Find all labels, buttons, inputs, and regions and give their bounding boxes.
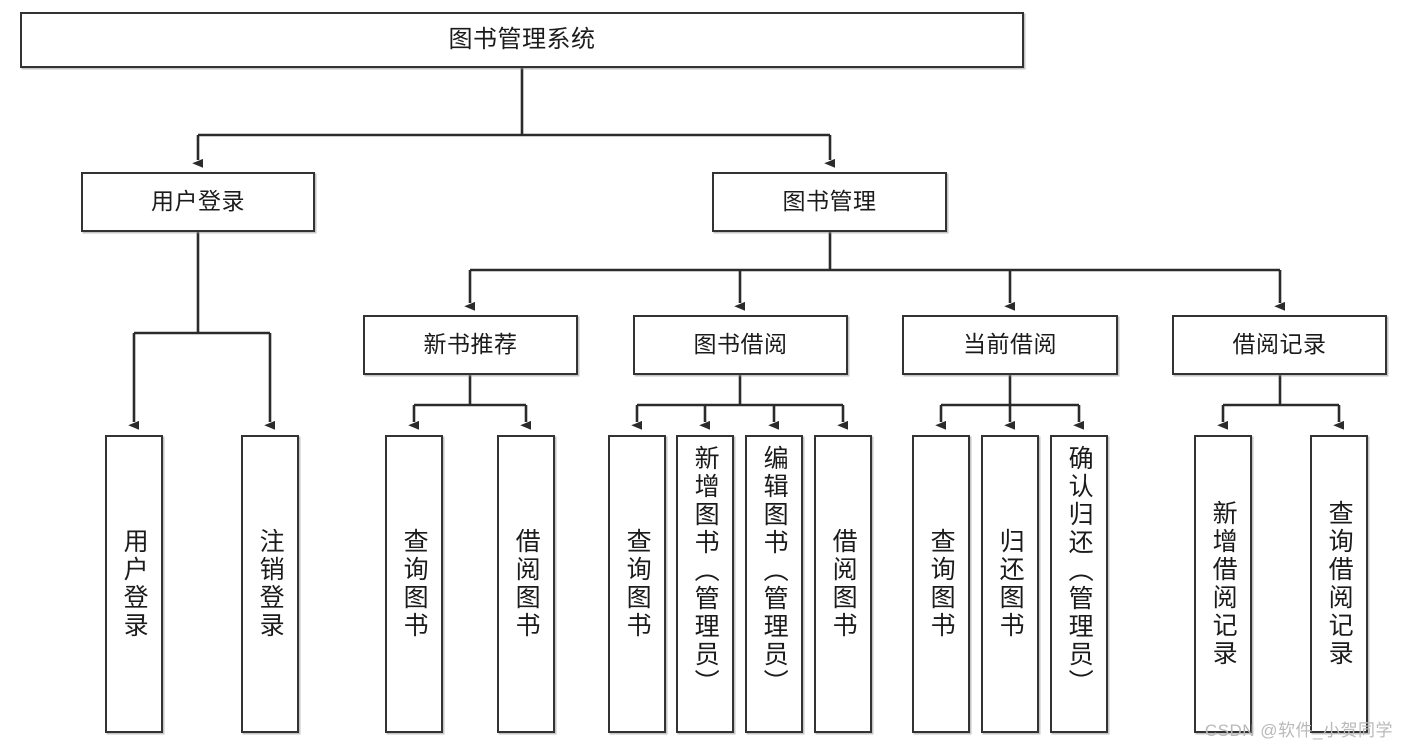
leaf-add-book-admin[interactable]: 新增图书（管理员） xyxy=(676,435,734,733)
leaf-edit-book-admin[interactable]: 编辑图书（管理员） xyxy=(745,435,803,733)
node-label: 图书管理 xyxy=(782,188,877,215)
node-label: 查询借阅记录 xyxy=(1325,500,1354,668)
node-label: 图书借阅 xyxy=(693,331,788,358)
leaf-return-book[interactable]: 归还图书 xyxy=(981,435,1039,733)
node-label: 查询图书 xyxy=(623,528,652,640)
node-label: 查询图书 xyxy=(400,528,429,640)
leaf-query-borrow-record[interactable]: 查询借阅记录 xyxy=(1310,435,1368,733)
node-label: 借阅图书 xyxy=(829,528,858,640)
node-label: 新增借阅记录 xyxy=(1209,500,1238,668)
node-label: 当前借阅 xyxy=(963,331,1057,358)
node-label: 用户登录 xyxy=(120,528,149,640)
node-label: 查询图书 xyxy=(927,528,956,640)
node-book-management[interactable]: 图书管理 xyxy=(712,172,947,232)
leaf-query-book-borrow[interactable]: 查询图书 xyxy=(608,435,666,733)
node-label: 注销登录 xyxy=(256,528,285,640)
node-borrow-record[interactable]: 借阅记录 xyxy=(1172,315,1387,375)
node-label: 编辑图书（管理员） xyxy=(760,445,789,697)
watermark: CSDN @软件_小贺同学 xyxy=(1204,721,1393,740)
leaf-borrow-book-recommend[interactable]: 借阅图书 xyxy=(497,435,555,733)
node-label: 借阅图书 xyxy=(512,528,541,640)
node-label: 归还图书 xyxy=(996,528,1025,640)
node-label: 新增图书（管理员） xyxy=(691,445,720,697)
leaf-user-login[interactable]: 用户登录 xyxy=(105,435,163,733)
leaf-query-book-current[interactable]: 查询图书 xyxy=(912,435,970,733)
node-current-borrow[interactable]: 当前借阅 xyxy=(902,315,1118,375)
node-user-login[interactable]: 用户登录 xyxy=(81,172,315,232)
node-label: 确认归还（管理员） xyxy=(1065,445,1094,697)
node-root-system[interactable]: 图书管理系统 xyxy=(20,12,1024,68)
node-book-borrow[interactable]: 图书借阅 xyxy=(633,315,848,375)
leaf-borrow-book[interactable]: 借阅图书 xyxy=(814,435,872,733)
leaf-logout[interactable]: 注销登录 xyxy=(241,435,299,733)
node-new-book-recommend[interactable]: 新书推荐 xyxy=(363,315,578,375)
leaf-add-borrow-record[interactable]: 新增借阅记录 xyxy=(1194,435,1252,733)
leaf-confirm-return-admin[interactable]: 确认归还（管理员） xyxy=(1050,435,1108,733)
node-label: 用户登录 xyxy=(151,188,245,215)
leaf-query-book-recommend[interactable]: 查询图书 xyxy=(385,435,443,733)
node-label: 图书管理系统 xyxy=(448,25,596,53)
node-label: 借阅记录 xyxy=(1232,331,1327,358)
node-label: 新书推荐 xyxy=(423,331,518,358)
